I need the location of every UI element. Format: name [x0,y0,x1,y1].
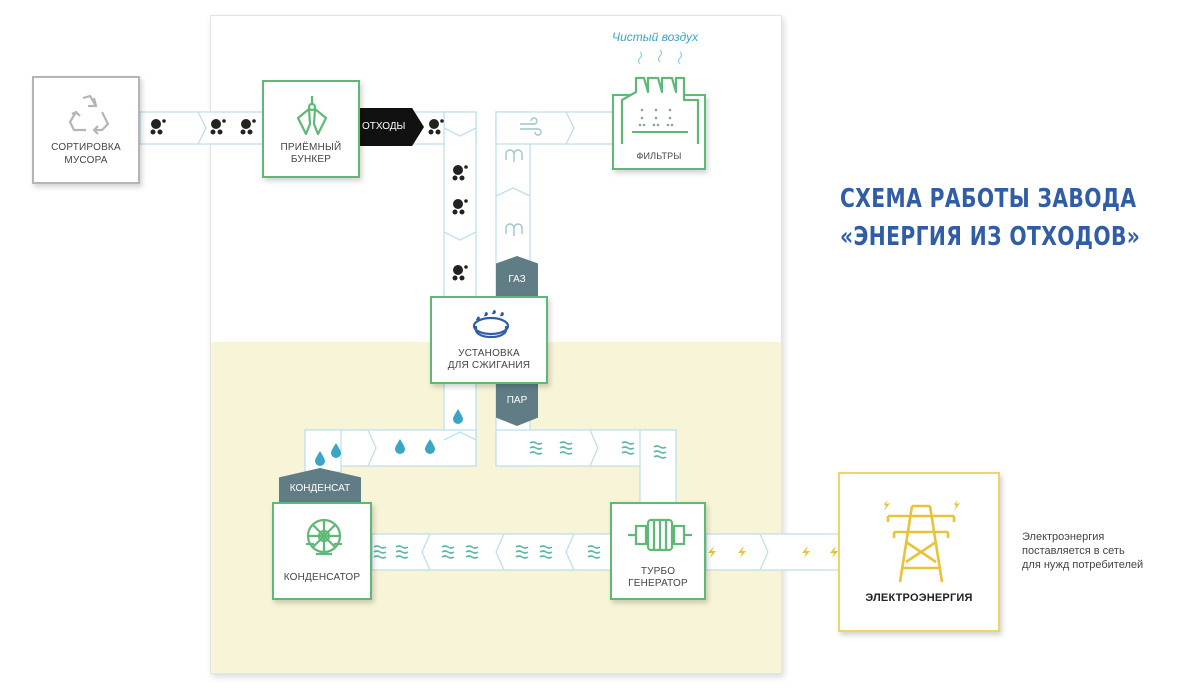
air-icon [520,117,542,136]
filters-node: ФИЛЬТРЫ [612,76,706,170]
bunker-label-1: ПРИЁМНЫЙ [280,142,342,153]
sorting-label-2: МУСОРА [64,155,108,166]
incinerator-label-2: ДЛЯ СЖИГАНИЯ [447,360,531,371]
sorting-label-1: СОРТИРОВКА [51,142,121,153]
recycle-icon [68,94,110,135]
bunker-node: ПРИЁМНЫЙ БУНКЕР [262,80,360,178]
flow-chevrons [197,111,769,571]
note-line-1: Электроэнергия [1022,531,1105,543]
power-tower-icon [884,500,960,583]
condenser-label: КОНДЕНСАТОР [283,572,361,583]
pipe-to-filters [495,111,615,145]
turbine-icon [628,518,692,552]
condenser-node: КОНДЕНСАТОР [272,502,372,600]
air-icon [505,149,523,162]
clean-air-wisps [637,49,683,65]
waste-tag: ОТХОДЫ [358,108,424,146]
incinerator-node: УСТАНОВКА ДЛЯ СЖИГАНИЯ [430,296,548,384]
note-line-2: поставляется в сеть [1022,545,1125,557]
factory-icon [620,76,700,144]
air-icons [505,117,542,236]
note-line-3: для нужд потребителей [1022,559,1144,571]
bunker-label-2: БУНКЕР [290,154,332,165]
condenser-icon [306,518,342,556]
pipe-steam-to-turbo [639,429,677,507]
air-icon [505,223,523,236]
grabber-icon [296,96,328,136]
title-line-2: «ЭНЕРГИЯ ИЗ ОТХОДОВ» [840,222,1141,252]
turbo-label-1: ТУРБО [640,566,676,577]
page-title: СХЕМА РАБОТЫ ЗАВОДА «ЭНЕРГИЯ ИЗ ОТХОДОВ» [840,180,1140,256]
electricity-node: ЭЛЕКТРОЭНЕРГИЯ [838,472,1000,632]
burner-icon [472,309,510,339]
turbo-label-2: ГЕНЕРАТОР [628,578,688,589]
incinerator-label-1: УСТАНОВКА [458,348,520,359]
filters-label: ФИЛЬТРЫ [636,151,682,161]
gas-tag: ГАЗ [496,256,538,298]
electricity-note: Электроэнергия поставляется в сеть для н… [1022,530,1143,572]
electricity-label: ЭЛЕКТРОЭНЕРГИЯ [865,592,973,604]
title-line-1: СХЕМА РАБОТЫ ЗАВОДА [840,184,1137,214]
clean-air-label: Чистый воздух [612,30,699,44]
steam-tag: ПАР [496,384,538,426]
sorting-node: СОРТИРОВКА МУСОРА [32,76,140,184]
turbo-node: ТУРБО ГЕНЕРАТОР [610,502,706,600]
pipe-power-line [705,533,841,571]
